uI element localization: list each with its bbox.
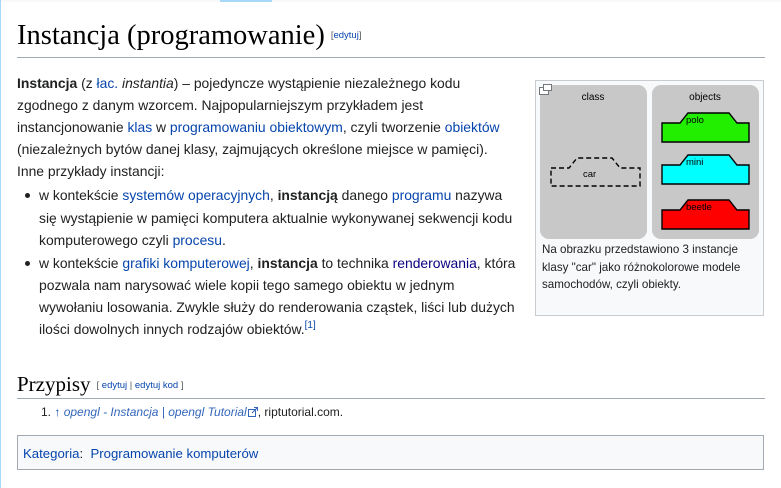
object-label-beetle: beetle (686, 202, 712, 213)
list-text: nazywa się wystąpienie w pamięci kompute… (39, 187, 513, 248)
reference-backlink[interactable]: ↑ (54, 405, 61, 419)
list-text: w kontekście (39, 187, 123, 204)
class-car-label: car (583, 169, 596, 180)
section-edit-links: [ edytuj | edytuj kod ] (96, 380, 184, 391)
class-panel (540, 85, 647, 239)
objects-label: objects (689, 92, 721, 103)
list-bold: instancja (257, 254, 318, 271)
intro-text: w (152, 119, 170, 136)
object-label-mini: mini (686, 157, 703, 168)
reference-number: 1. (41, 405, 52, 419)
external-link-icon (247, 407, 258, 417)
list-text: to technika (317, 254, 393, 271)
link-renderowanie[interactable]: renderowania (392, 254, 477, 271)
class-car-outline: car (550, 157, 641, 187)
reference-link-instancja[interactable]: opengl - Instancja (63, 405, 159, 419)
object-label-polo: polo (686, 115, 704, 126)
section-edit-code-link[interactable]: edytuj kod (134, 380, 179, 391)
reference-link-tutorial[interactable]: opengl Tutorial (168, 405, 247, 419)
latin-word: instantia (122, 75, 174, 91)
title-edit-section: [edytuj] (330, 30, 362, 41)
page-title-text: Instancja (programowanie) (17, 20, 325, 51)
list-item: w kontekście grafiki komputerowej, insta… (25, 252, 517, 340)
intro-term: Instancja (17, 75, 78, 91)
intro-text: (z (77, 75, 97, 91)
left-border (0, 0, 1, 488)
examples-list: w kontekście systemów operacyjnych, inst… (17, 184, 517, 340)
section-divider (17, 398, 765, 399)
latin-link[interactable]: łac. (96, 75, 119, 91)
intro-text: , czyli tworzenie (342, 119, 445, 136)
list-text: , (269, 187, 278, 204)
article-body: Instancja (z łac. instantia) – pojedyncz… (17, 72, 517, 341)
title-divider (17, 57, 765, 58)
list-text: , (249, 254, 258, 271)
link-grafika-komputerowa[interactable]: grafiki komputerowej (122, 254, 250, 271)
reference-source: , riptutorial.com. (257, 405, 344, 419)
category-item[interactable]: Programowanie komputerów (90, 446, 259, 461)
link-obiektow[interactable]: obiektów (444, 119, 500, 136)
object-car-polo: polo (661, 112, 750, 143)
reference-item: 1. ↑ opengl - Instancja | opengl Tutoria… (41, 402, 343, 422)
link-systemy-operacyjne[interactable]: systemów operacyjnych (122, 187, 270, 204)
section-heading-przypisy: Przypisy [ edytuj | edytuj kod ] (17, 370, 183, 400)
category-links: Kategoria: Programowanie komputerów (17, 435, 764, 470)
object-car-mini: mini (661, 154, 750, 185)
intro-text: ) – pojedyncze wystąpienie niezależnego … (17, 75, 461, 136)
section-edit-link[interactable]: edytuj (101, 380, 128, 391)
list-item: w kontekście systemów operacyjnych, inst… (25, 184, 517, 250)
thumbnail-caption: Na obrazku przedstawiono 3 instancje kla… (542, 243, 741, 291)
reference-link[interactable]: [1] (304, 320, 316, 332)
link-programowanie-obiektowe[interactable]: programowaniu obiektowym (169, 119, 343, 136)
list-text: . (221, 231, 226, 248)
active-tab-indicator (220, 0, 272, 2)
reference-marker: [1] (305, 320, 316, 331)
list-bold: instancją (277, 187, 338, 204)
category-colon: : (79, 446, 84, 461)
intro-paragraph: Instancja (z łac. instantia) – pojedyncz… (17, 72, 517, 182)
list-text: , która pozwala nam narysować wiele kopi… (39, 254, 516, 338)
class-label: class (582, 92, 605, 103)
link-program[interactable]: programu (391, 187, 452, 204)
page-title: Instancja (programowanie) [edytuj] (17, 16, 361, 56)
link-proces[interactable]: procesu (172, 231, 222, 248)
title-edit-link[interactable]: edytuj (333, 30, 359, 41)
list-text: w kontekście (39, 254, 123, 271)
magnify-icon[interactable] (539, 84, 552, 95)
instances-diagram[interactable]: class objects car polo mini beetle (539, 84, 760, 240)
list-text: danego (337, 187, 392, 204)
section-title: Przypisy (17, 372, 91, 396)
references-list: 1. ↑ opengl - Instancja | opengl Tutoria… (41, 402, 343, 422)
category-label-link[interactable]: Kategoria (23, 446, 80, 461)
object-car-beetle: beetle (661, 199, 750, 230)
top-strip (0, 0, 781, 2)
reference-separator: | (158, 405, 169, 419)
intro-text: (niezależnych bytów danej klasy, zajmują… (17, 141, 488, 180)
link-klas[interactable]: klas (127, 119, 153, 136)
thumbnail-figure: class objects car polo mini beetle Na ob… (535, 80, 764, 316)
